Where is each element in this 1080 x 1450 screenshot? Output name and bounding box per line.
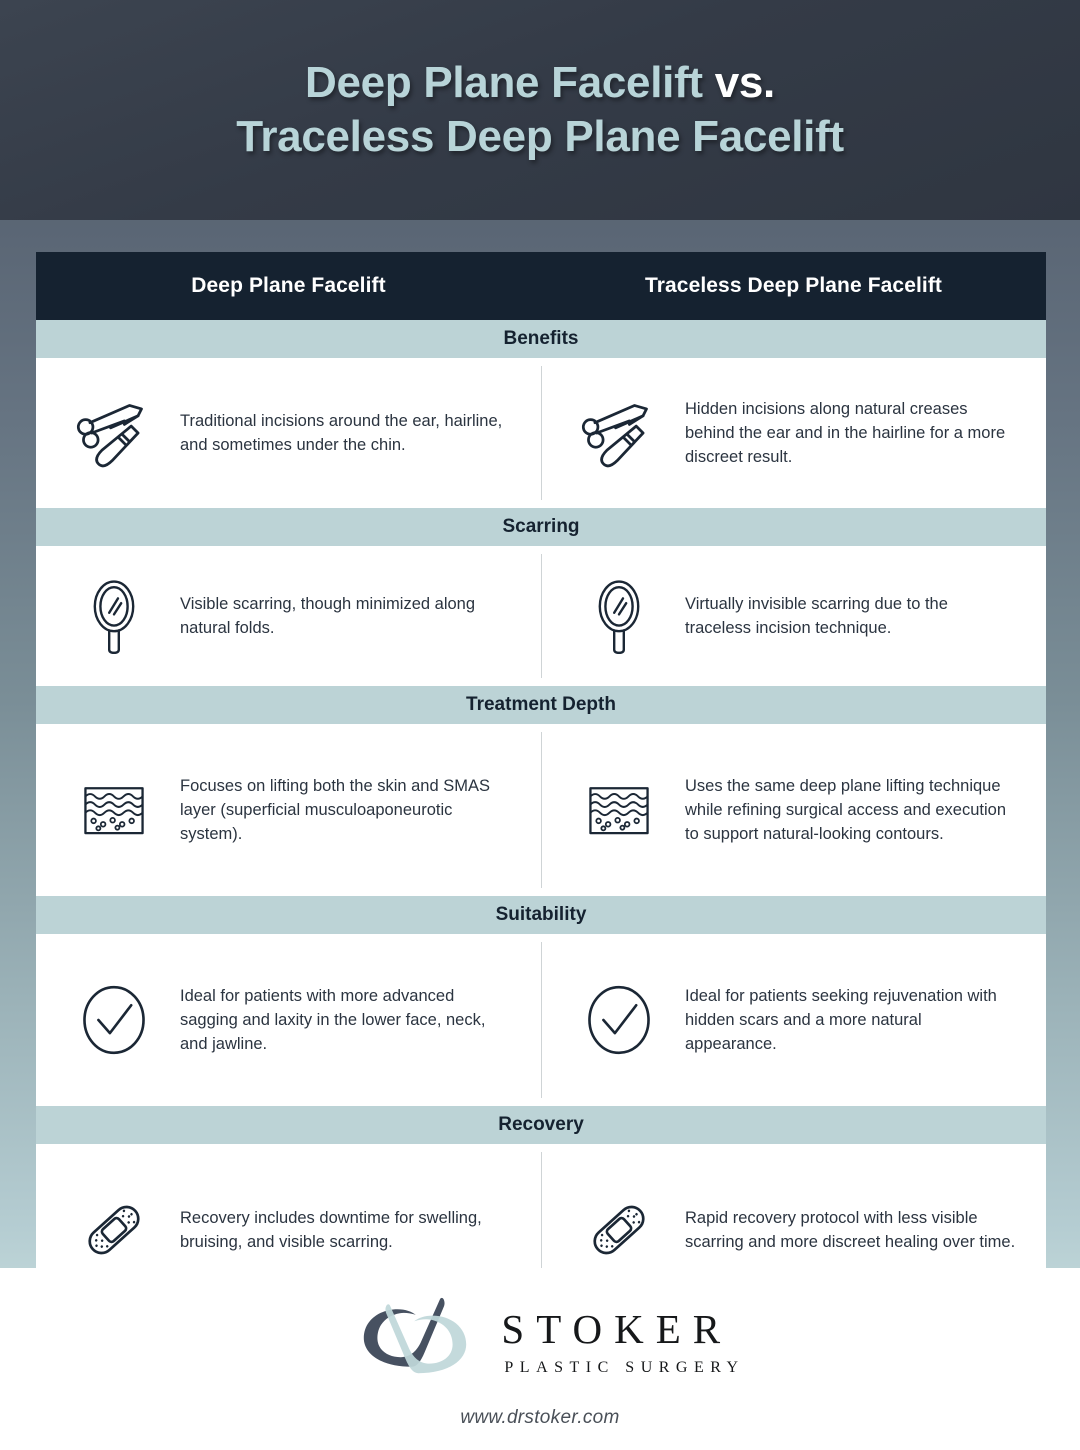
- column-divider: [541, 732, 542, 888]
- cell-right: Rapid recovery protocol with less visibl…: [541, 1144, 1046, 1316]
- page-title-line1-main: Deep Plane Facelift: [305, 58, 703, 108]
- column-divider: [541, 366, 542, 500]
- cell-left: Ideal for patients with more advanced sa…: [36, 934, 541, 1106]
- check-circle-icon: [66, 972, 162, 1068]
- surgical-tools-icon: [571, 385, 667, 481]
- surgical-tools-icon: [66, 385, 162, 481]
- bandage-icon: [66, 1182, 162, 1278]
- table-row: Focuses on lifting both the skin and SMA…: [36, 724, 1046, 896]
- section-band-scarring: Scarring: [36, 508, 1046, 546]
- cell-right: Virtually invisible scarring due to the …: [541, 546, 1046, 686]
- cell-right: Uses the same deep plane lifting techniq…: [541, 724, 1046, 896]
- skin-layers-icon: [571, 762, 667, 858]
- brand-lockup: STOKER PLASTIC SURGERY: [335, 1290, 744, 1391]
- column-header-left: Deep Plane Facelift: [36, 252, 541, 320]
- page-title-vs: vs.: [714, 58, 776, 108]
- section-band-benefits: Benefits: [36, 320, 1046, 358]
- page-title-line2: Traceless Deep Plane Facelift: [236, 112, 844, 161]
- section-band-suitability: Suitability: [36, 896, 1046, 934]
- section-label: Suitability: [495, 904, 587, 925]
- column-header-right-label: Traceless Deep Plane Facelift: [644, 274, 943, 297]
- stoker-logo-icon: [335, 1290, 495, 1391]
- check-circle-icon: [571, 972, 667, 1068]
- cell-text: Hidden incisions along natural creases b…: [685, 400, 1006, 466]
- brand-name: STOKER: [501, 1305, 733, 1352]
- comparison-table: Deep Plane Facelift Traceless Deep Plane…: [36, 252, 1046, 1316]
- cell-text: Visible scarring, though minimized along…: [180, 595, 476, 637]
- cell-right: Hidden incisions along natural creases b…: [541, 358, 1046, 508]
- cell-text: Virtually invisible scarring due to the …: [685, 595, 948, 637]
- cell-text: Focuses on lifting both the skin and SMA…: [180, 777, 491, 843]
- column-header-left-label: Deep Plane Facelift: [191, 274, 386, 297]
- cell-text: Rapid recovery protocol with less visibl…: [685, 1209, 1016, 1251]
- column-divider: [541, 942, 542, 1098]
- section-label: Benefits: [503, 328, 579, 349]
- skin-layers-icon: [66, 762, 162, 858]
- column-divider: [541, 1152, 542, 1308]
- brand-tagline: PLASTIC SURGERY: [504, 1358, 745, 1376]
- footer: STOKER PLASTIC SURGERY www.drstoker.com: [0, 1268, 1080, 1450]
- cell-right: Ideal for patients seeking rejuvenation …: [541, 934, 1046, 1106]
- cell-left: Recovery includes downtime for swelling,…: [36, 1144, 541, 1316]
- section-label: Recovery: [498, 1114, 584, 1135]
- cell-text: Uses the same deep plane lifting techniq…: [685, 777, 1007, 843]
- table-row: Ideal for patients with more advanced sa…: [36, 934, 1046, 1106]
- brand-wordmark: STOKER PLASTIC SURGERY: [501, 1304, 744, 1377]
- cell-text: Ideal for patients seeking rejuvenation …: [685, 987, 997, 1053]
- cell-left: Focuses on lifting both the skin and SMA…: [36, 724, 541, 896]
- column-divider: [541, 554, 542, 678]
- cell-text: Traditional incisions around the ear, ha…: [180, 412, 503, 454]
- section-band-recovery: Recovery: [36, 1106, 1046, 1144]
- website-url: www.drstoker.com: [460, 1406, 620, 1428]
- table-header-row: Deep Plane Facelift Traceless Deep Plane…: [36, 252, 1046, 320]
- section-band-treatment-depth: Treatment Depth: [36, 686, 1046, 724]
- cell-text: Ideal for patients with more advanced sa…: [180, 987, 486, 1053]
- column-header-right: Traceless Deep Plane Facelift: [541, 252, 1046, 320]
- table-row: Visible scarring, though minimized along…: [36, 546, 1046, 686]
- hero-banner: Deep Plane Facelift vs. Traceless Deep P…: [0, 0, 1080, 220]
- cell-left: Visible scarring, though minimized along…: [36, 546, 541, 686]
- hand-mirror-icon: [66, 568, 162, 664]
- cell-left: Traditional incisions around the ear, ha…: [36, 358, 541, 508]
- section-label: Scarring: [502, 516, 580, 537]
- section-label: Treatment Depth: [466, 694, 616, 715]
- cell-text: Recovery includes downtime for swelling,…: [180, 1209, 482, 1251]
- hand-mirror-icon: [571, 568, 667, 664]
- page-title: Deep Plane Facelift vs. Traceless Deep P…: [236, 56, 844, 163]
- table-row: Traditional incisions around the ear, ha…: [36, 358, 1046, 508]
- bandage-icon: [571, 1182, 667, 1278]
